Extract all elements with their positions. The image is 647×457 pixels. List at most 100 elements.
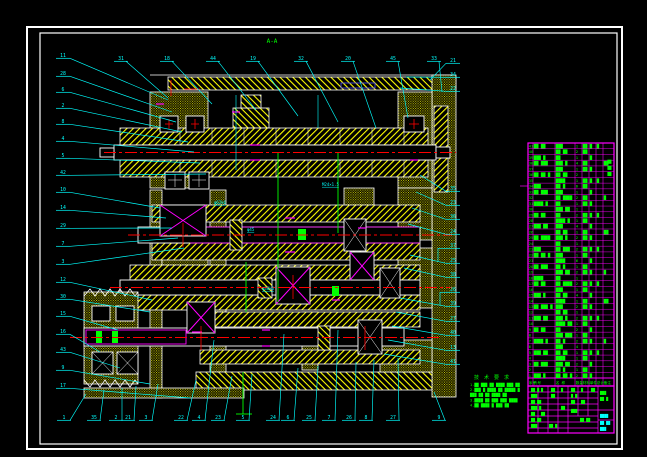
svg-text:██: ██ bbox=[582, 247, 588, 252]
bom-row: 30███ ██1 bbox=[529, 207, 579, 212]
part-balloon: 18 bbox=[160, 56, 213, 105]
bom-row: 14████1████ bbox=[529, 298, 609, 303]
part-balloon: 44 bbox=[206, 56, 257, 111]
svg-text:██: ██ bbox=[582, 264, 588, 269]
svg-text:24: 24 bbox=[529, 242, 533, 246]
svg-text:21: 21 bbox=[125, 415, 131, 421]
svg-text:██: ██ bbox=[582, 304, 588, 309]
svg-text:█: █ bbox=[589, 189, 593, 194]
svg-text:██: ██ bbox=[582, 212, 588, 217]
svg-text:15: 15 bbox=[60, 311, 66, 317]
svg-text:32: 32 bbox=[298, 56, 304, 62]
svg-text:█: █ bbox=[589, 338, 593, 343]
svg-text:1: 1 bbox=[576, 189, 579, 194]
part-balloon: 9 bbox=[432, 391, 446, 421]
oil-lines bbox=[236, 152, 339, 415]
bom-row: 1███ ███ ██ █2███ bbox=[529, 373, 593, 378]
svg-text:1: 1 bbox=[576, 144, 579, 149]
svg-text:34: 34 bbox=[450, 72, 456, 78]
svg-text:█: █ bbox=[589, 270, 593, 275]
svg-text:██ █: ██ █ bbox=[555, 184, 566, 189]
svg-text:█: █ bbox=[596, 178, 600, 183]
svg-text:19: 19 bbox=[529, 271, 533, 275]
svg-text:██: ██ bbox=[582, 298, 588, 303]
gear-crossbox bbox=[159, 204, 207, 237]
svg-text:24: 24 bbox=[270, 415, 276, 421]
part-balloon: 25 bbox=[302, 365, 319, 421]
svg-text:████: ████ bbox=[555, 258, 566, 263]
svg-text:██: ██ bbox=[582, 218, 588, 223]
svg-text:██ █: ██ █ bbox=[555, 367, 566, 372]
svg-text:██: ██ bbox=[582, 252, 588, 257]
svg-text:██: ██ bbox=[582, 178, 588, 183]
svg-text:██: ██ bbox=[582, 338, 588, 343]
part-balloon: 8 bbox=[56, 119, 189, 143]
svg-text:32: 32 bbox=[529, 196, 533, 200]
bom-row: 3██ ██████ ██2█ bbox=[529, 361, 593, 366]
svg-text:25: 25 bbox=[529, 236, 533, 240]
svg-text:2: 2 bbox=[576, 373, 579, 378]
bom-row: 20██ █████ █1██ bbox=[529, 264, 588, 269]
bom-row: 29██ ████2████ bbox=[529, 212, 600, 217]
bom-header-cell: 备注 bbox=[604, 380, 612, 385]
svg-text:██: ██ bbox=[582, 166, 588, 171]
bom-row: 12██ ██1 bbox=[529, 310, 579, 315]
svg-text:4: 4 bbox=[198, 415, 201, 421]
part-balloon: 30 bbox=[56, 294, 151, 313]
svg-text:5: 5 bbox=[529, 351, 531, 355]
svg-text:1: 1 bbox=[576, 356, 579, 361]
bom-row: 32██ ████2███ bbox=[529, 195, 607, 200]
part-balloon: 2 bbox=[109, 388, 123, 421]
notes-line: 3.████ ██ ███ ███ ████ bbox=[470, 397, 518, 402]
svg-text:███: ███ bbox=[533, 247, 542, 252]
svg-text:5: 5 bbox=[62, 153, 65, 159]
svg-text:3: 3 bbox=[529, 362, 531, 366]
part-balloon: 2 bbox=[56, 103, 183, 133]
svg-text:φ62k6: φ62k6 bbox=[214, 200, 227, 205]
svg-text:22: 22 bbox=[178, 415, 184, 421]
svg-text:16: 16 bbox=[60, 329, 66, 335]
svg-text:11: 11 bbox=[60, 53, 66, 59]
svg-text:██: ██ bbox=[582, 195, 588, 200]
svg-text:1: 1 bbox=[576, 333, 579, 338]
svg-text:█: █ bbox=[589, 235, 593, 240]
svg-text:██: ██ bbox=[582, 373, 588, 378]
svg-text:███ █: ███ █ bbox=[533, 373, 546, 378]
svg-text:██: ██ bbox=[582, 144, 588, 149]
svg-text:██: ██ bbox=[582, 201, 588, 206]
part-balloon: 10 bbox=[56, 187, 161, 209]
svg-text:28: 28 bbox=[60, 71, 66, 77]
svg-text:10: 10 bbox=[529, 322, 533, 326]
svg-text:█: █ bbox=[589, 327, 593, 332]
svg-text:2: 2 bbox=[576, 149, 579, 154]
bom-table: 41██ █████1████40██ ██2██39███ ███1█38██… bbox=[527, 142, 615, 387]
title-block-cell: ███ bbox=[599, 426, 607, 431]
svg-text:██ ██: ██ ██ bbox=[555, 310, 568, 315]
svg-text:████ █: ████ █ bbox=[533, 201, 549, 206]
svg-text:φ30k6: φ30k6 bbox=[262, 286, 275, 291]
svg-text:39: 39 bbox=[450, 301, 456, 307]
bom-row: 41██ █████1████ bbox=[529, 144, 600, 149]
svg-text:27: 27 bbox=[390, 415, 396, 421]
notes-line: 4.██ ████ █ ███ ██ bbox=[470, 402, 510, 407]
svg-text:█: █ bbox=[589, 247, 593, 252]
svg-text:█: █ bbox=[589, 350, 593, 355]
svg-text:1: 1 bbox=[576, 241, 579, 246]
svg-text:████ ██: ████ ██ bbox=[555, 321, 573, 326]
title-block-cell: █ bbox=[540, 387, 544, 392]
title-block-cell: ███ bbox=[599, 390, 607, 395]
title-block-cell: ██ █ bbox=[530, 387, 540, 392]
svg-text:15: 15 bbox=[529, 294, 533, 298]
svg-text:2: 2 bbox=[529, 368, 531, 372]
bom-row: 33██ ██████1█ bbox=[529, 189, 593, 194]
svg-text:6: 6 bbox=[576, 184, 579, 189]
bom-row: 38██ ██████ █4████ bbox=[529, 161, 609, 166]
bom-header-cell: 单件 bbox=[590, 380, 598, 385]
part-balloon: 3 bbox=[139, 383, 159, 421]
svg-text:█: █ bbox=[589, 281, 593, 286]
svg-text:█: █ bbox=[596, 281, 600, 286]
svg-text:███: ███ bbox=[555, 224, 564, 229]
svg-text:█: █ bbox=[596, 144, 600, 149]
svg-text:████: ████ bbox=[555, 356, 566, 361]
svg-text:██ ███: ██ ███ bbox=[533, 161, 549, 166]
